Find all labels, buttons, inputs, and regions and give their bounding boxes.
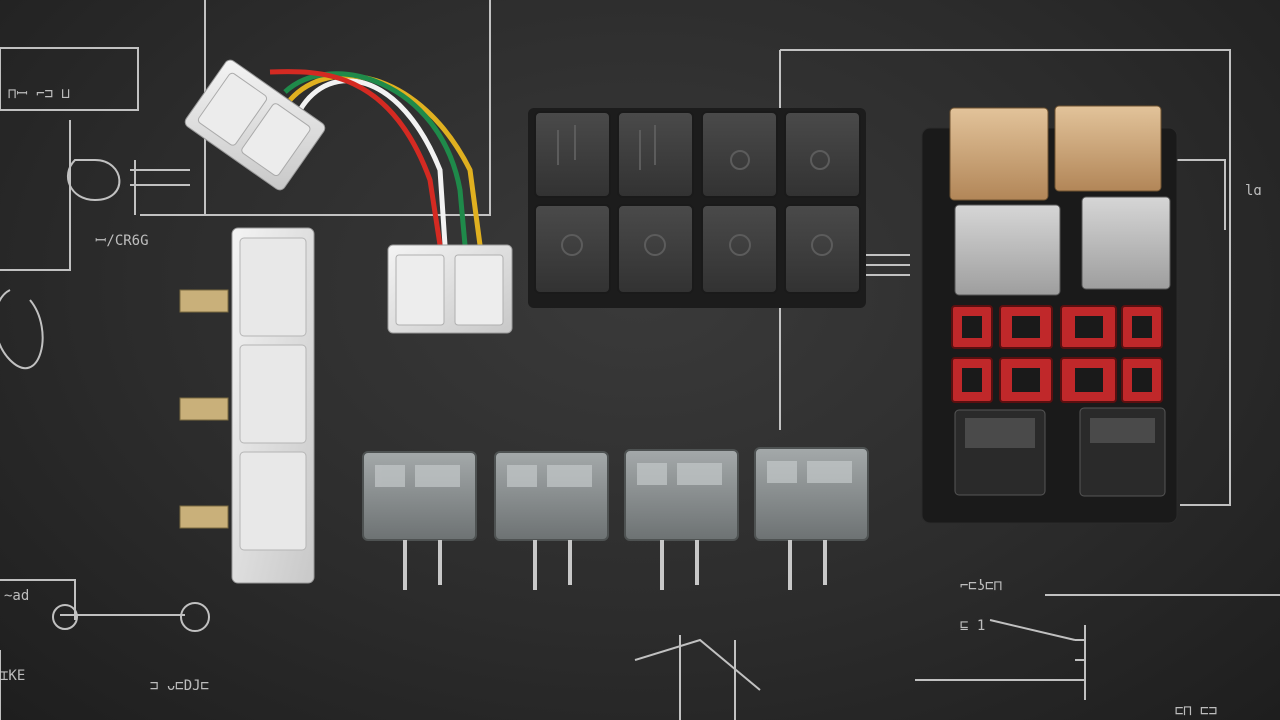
white-plug-connector xyxy=(184,59,326,191)
svg-text:ꟷ/CR6G: ꟷ/CR6G xyxy=(95,233,149,249)
svg-text:⊑ 1: ⊑ 1 xyxy=(960,618,985,634)
svg-text:⌶KE: ⌶KE xyxy=(0,668,25,684)
vertical-terminal-block xyxy=(179,227,315,584)
svg-text:⊐ ᴗ⊏DJ⊏: ⊐ ᴗ⊏DJ⊏ xyxy=(150,678,209,694)
svg-text:⊓ꟷ ⌐⊐ ⊔: ⊓ꟷ ⌐⊐ ⊔ xyxy=(8,86,70,102)
svg-text:~ad: ~ad xyxy=(4,588,29,604)
svg-text:⊏⊓ ⊏⊐: ⊏⊓ ⊏⊐ xyxy=(1175,703,1217,719)
white-socket-connector xyxy=(387,244,513,334)
schematic-notation: ꟷ/CR6G ⊓ꟷ ⌐⊐ ⊔ ~ad ⌶KE ⊐ ᴗ⊏DJ⊏ ⌐⊏ʖ⊏⊓ ⊑ 1… xyxy=(0,86,1262,719)
clear-relay-row xyxy=(362,447,869,590)
svg-text:⌐⊏ʖ⊏⊓: ⌐⊏ʖ⊏⊓ xyxy=(960,578,1002,594)
black-relay-array xyxy=(528,108,866,308)
fuse-relay-box xyxy=(921,105,1178,524)
wire-harness xyxy=(269,69,483,246)
svg-text:lɑ: lɑ xyxy=(1245,183,1262,199)
